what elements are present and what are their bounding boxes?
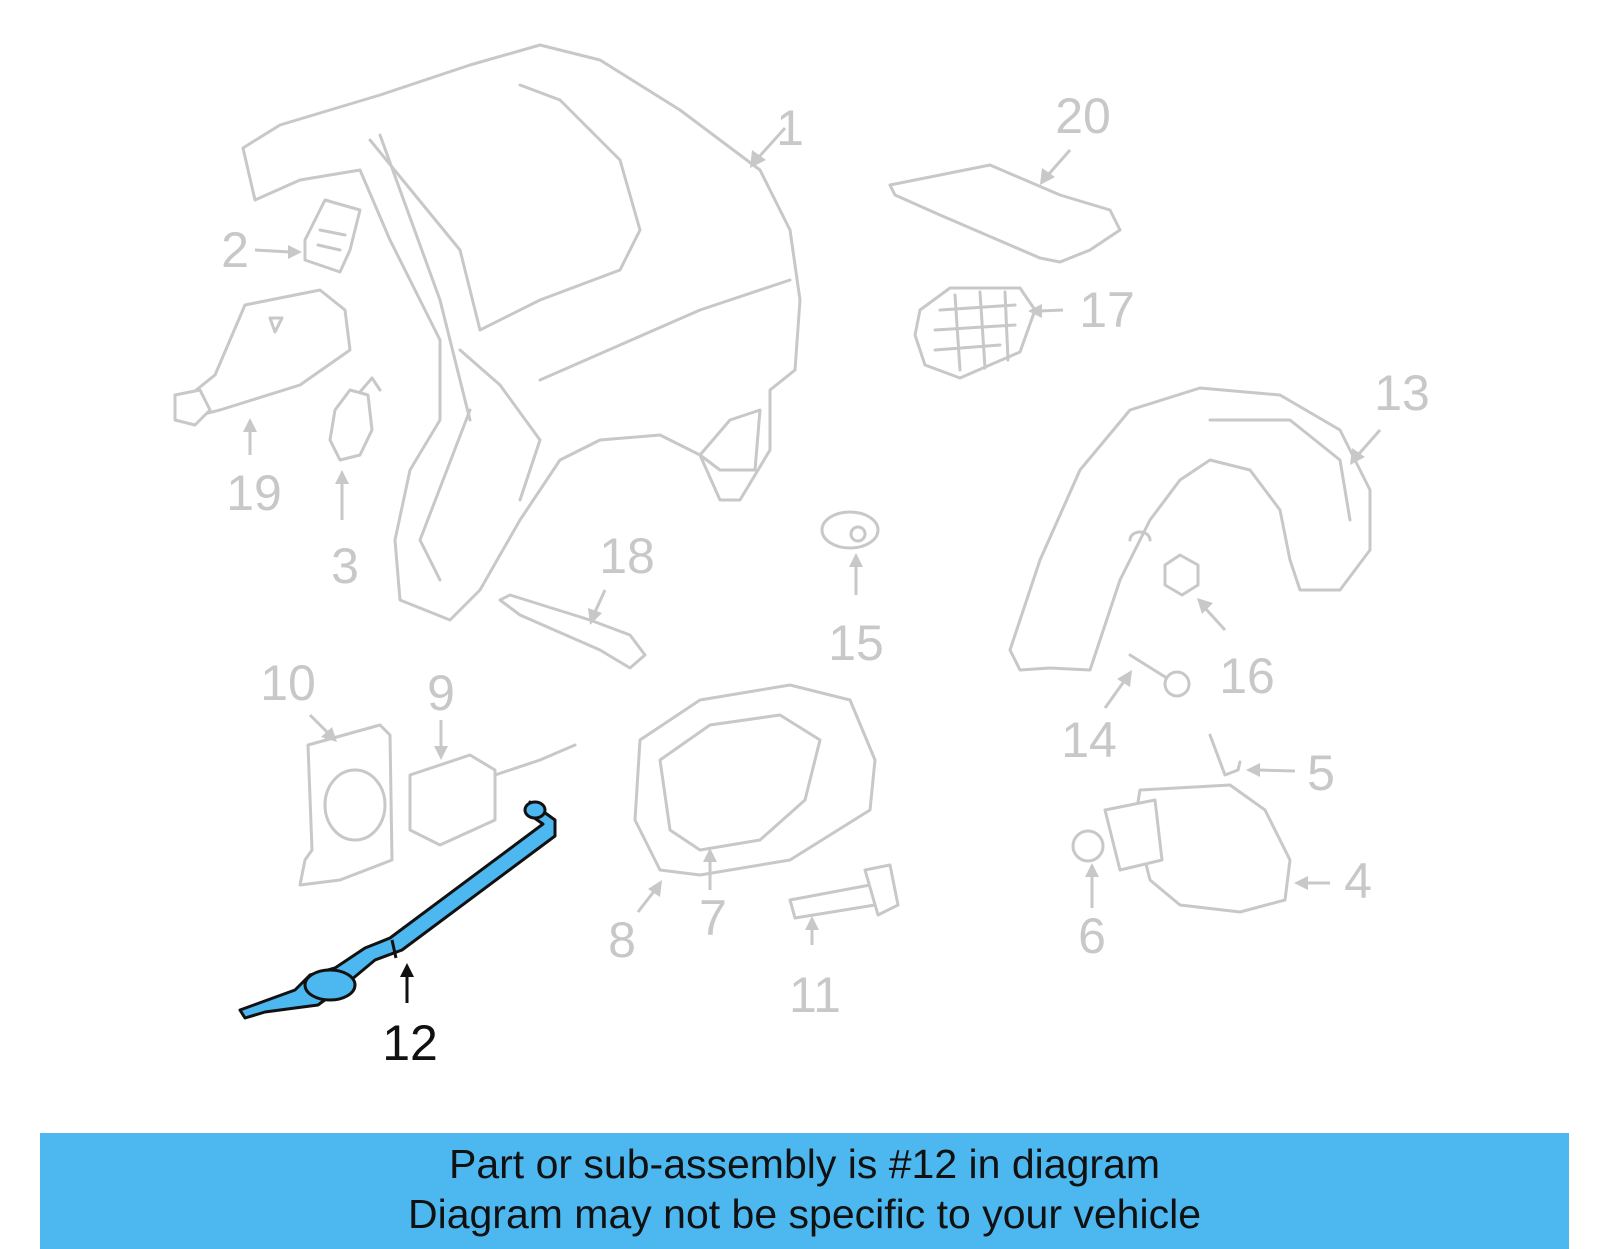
callout-20: 20 — [1055, 88, 1111, 144]
part-11-hinge-pin — [788, 863, 900, 920]
part-10-mounting-plate — [298, 723, 394, 887]
part-6-cap — [1071, 829, 1105, 863]
part-19-filler-housing — [173, 288, 352, 427]
callout-18: 18 — [599, 528, 655, 584]
part-8-fuel-housing — [633, 683, 877, 877]
part-13-wheel-liner — [1008, 386, 1372, 672]
callout-5: 5 — [1307, 745, 1335, 801]
part-17-vent — [913, 286, 1037, 380]
callout-1: 1 — [776, 100, 804, 156]
callout-6: 6 — [1078, 908, 1106, 964]
part-4-fuel-door — [1103, 783, 1292, 914]
part-15-clip — [820, 510, 880, 550]
banner-line-1: Part or sub-assembly is #12 in diagram — [449, 1141, 1160, 1187]
callout-19: 19 — [226, 465, 282, 521]
callout-3: 3 — [331, 538, 359, 594]
leader-12 — [400, 963, 414, 1003]
callout-4: 4 — [1344, 853, 1372, 909]
callout-11: 11 — [789, 967, 841, 1023]
part-18-strip — [498, 593, 647, 670]
banner-line-2: Diagram may not be specific to your vehi… — [407, 1191, 1201, 1237]
part-16-nut — [1163, 553, 1200, 597]
part-2-bracket — [303, 198, 362, 274]
callout-10: 10 — [260, 655, 316, 711]
part-1-quarter-panel — [241, 43, 802, 622]
part-3-actuator — [328, 376, 382, 462]
part-9-actuator-module — [408, 743, 577, 847]
callout-12: 12 — [382, 1015, 438, 1071]
part-5-spring — [1208, 733, 1242, 777]
callout-14: 14 — [1061, 712, 1117, 768]
callout-17: 17 — [1079, 282, 1135, 338]
callout-15: 15 — [828, 615, 884, 671]
callout-16: 16 — [1219, 648, 1275, 704]
part-14-screw — [1128, 653, 1191, 698]
callout-8: 8 — [608, 912, 636, 968]
callout-2: 2 — [221, 222, 249, 278]
callout-9: 9 — [427, 665, 455, 721]
callout-13: 13 — [1374, 365, 1430, 421]
info-banner: Part or sub-assembly is #12 in diagram D… — [40, 1133, 1569, 1249]
part-20-trim-panel — [888, 163, 1122, 264]
callout-7: 7 — [699, 890, 727, 946]
leader-lines — [243, 126, 1382, 945]
part-12-release-cable — [238, 800, 557, 1020]
